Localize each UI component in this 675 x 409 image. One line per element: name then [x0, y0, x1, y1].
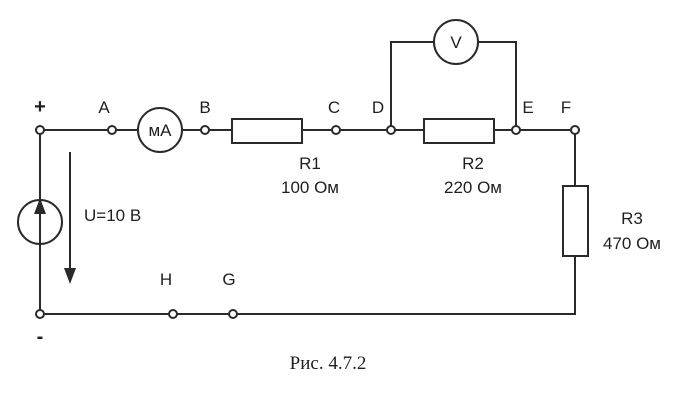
label-e: E [522, 98, 533, 117]
label-minus: - [37, 326, 44, 348]
ammeter-circle [137, 107, 183, 153]
main-loop-wire [39, 129, 576, 315]
terminal-minus [35, 309, 45, 319]
label-d: D [372, 98, 384, 117]
r3-name: R3 [621, 209, 643, 228]
resistor-r1 [231, 118, 303, 144]
terminal-c [331, 125, 341, 135]
terminal-plus [35, 125, 45, 135]
label-h: H [160, 270, 172, 289]
terminal-f [570, 125, 580, 135]
terminals [35, 125, 580, 319]
voltmeter: V [433, 19, 479, 65]
ammeter-symbol: мА [148, 121, 172, 140]
node-labels: + - A B C D E F H G [34, 96, 571, 348]
label-plus: + [34, 96, 46, 118]
r2-name: R2 [462, 154, 484, 173]
voltage-arrow-head [64, 268, 76, 284]
resistor-r3 [562, 185, 589, 257]
resistor-r2 [423, 118, 495, 144]
label-f: F [561, 98, 571, 117]
voltage-arrow [64, 152, 76, 284]
source-voltage-label: U=10 В [84, 206, 141, 225]
terminal-h [168, 309, 178, 319]
voltage-source [17, 198, 63, 245]
terminal-e [511, 125, 521, 135]
terminal-a [107, 125, 117, 135]
r3-value: 470 Ом [603, 234, 661, 253]
source-arrow-head [34, 198, 46, 214]
terminal-d [386, 125, 396, 135]
resistor-labels: R1 100 Ом R2 220 Ом R3 470 Ом [281, 154, 661, 253]
voltmeter-circle [433, 19, 479, 65]
terminal-b [200, 125, 210, 135]
label-g: G [222, 270, 235, 289]
label-c: C [328, 98, 340, 117]
r1-name: R1 [299, 154, 321, 173]
terminal-g [228, 309, 238, 319]
ammeter: мА [137, 107, 183, 153]
label-a: A [98, 98, 110, 117]
r1-value: 100 Ом [281, 178, 339, 197]
r2-value: 220 Ом [444, 178, 502, 197]
figure-caption: Рис. 4.7.2 [290, 353, 367, 374]
label-b: B [199, 98, 210, 117]
voltmeter-symbol: V [450, 33, 462, 52]
